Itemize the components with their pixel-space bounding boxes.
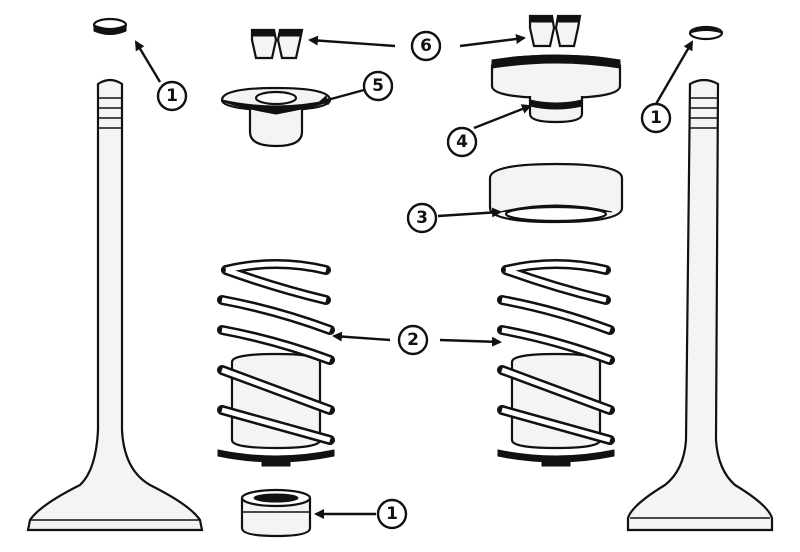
callout-1-top-right: 1 — [640, 102, 672, 134]
right-valve — [626, 78, 774, 532]
callout-3: 3 — [406, 202, 438, 234]
svg-text:5: 5 — [372, 76, 384, 96]
svg-text:1: 1 — [166, 86, 178, 106]
right-spring-retainer — [490, 54, 622, 124]
right-valve-spring — [497, 259, 615, 467]
right-valve-stem-seal — [688, 25, 724, 41]
right-valve-keepers — [528, 14, 582, 48]
callout-4: 4 — [446, 126, 478, 158]
leader-arrows — [134, 34, 694, 519]
bottom-valve-stem-seal — [240, 488, 312, 538]
spring-shield — [488, 162, 624, 224]
left-valve-stem-seal — [92, 17, 128, 35]
svg-text:3: 3 — [416, 208, 428, 228]
left-valve-spring — [217, 259, 335, 467]
callout-1-top-left: 1 — [156, 80, 188, 112]
svg-text:1: 1 — [650, 108, 662, 128]
callout-2: 2 — [397, 324, 429, 356]
callout-5: 5 — [362, 70, 394, 102]
svg-text:4: 4 — [456, 132, 468, 152]
left-valve-keepers — [250, 28, 304, 60]
svg-text:1: 1 — [386, 504, 398, 524]
callout-1-bottom: 1 — [376, 498, 408, 530]
left-valve — [26, 78, 204, 532]
svg-text:2: 2 — [407, 330, 419, 350]
callout-6: 6 — [410, 30, 442, 62]
svg-text:6: 6 — [420, 36, 432, 56]
left-spring-retainer — [220, 86, 332, 148]
